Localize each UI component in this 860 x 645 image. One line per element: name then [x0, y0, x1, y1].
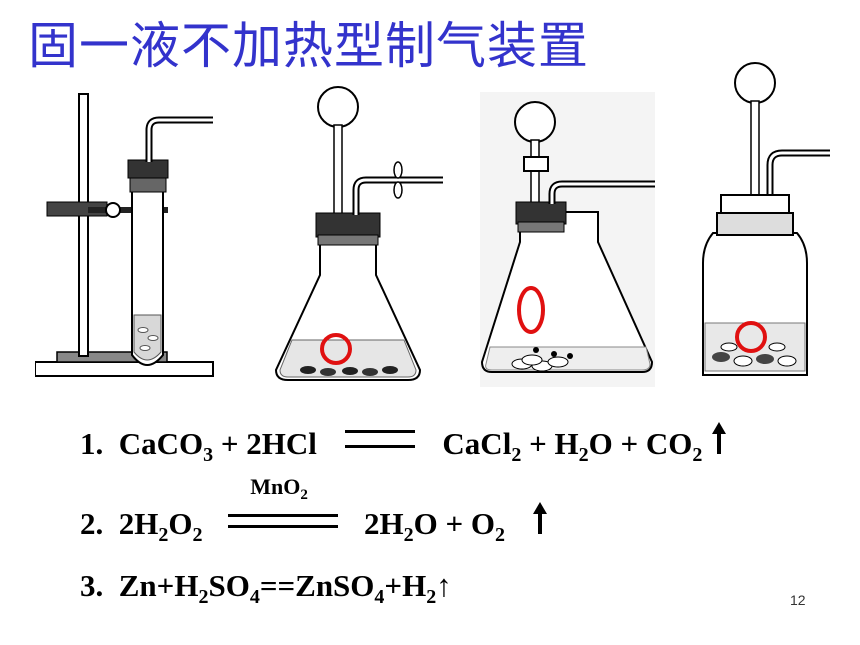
gas-up-arrow-icon	[710, 420, 728, 456]
equation-3: 3. Zn+H2SO4==ZnSO4+H2↑	[80, 568, 452, 608]
equation-1: 1. CaCO3 + 2HCl CaCl2 + H2O + CO2	[80, 420, 728, 466]
equation-2: 2. 2H2O2 MnO2 2H2O + O2	[80, 474, 549, 546]
formula-2hcl: + 2HCl	[220, 426, 317, 461]
page-number: 12	[790, 592, 806, 608]
slide-title: 固一液不加热型制气装置	[28, 17, 589, 75]
equation-number: 1.	[80, 426, 104, 461]
formula-h2o: + H2O	[529, 426, 613, 466]
catalyst-arrow: MnO2	[228, 474, 339, 534]
catalyst-label: MnO2	[250, 474, 308, 503]
formula-cacl2: CaCl2	[442, 426, 522, 466]
formula-caco3: CaCO3	[118, 426, 214, 466]
wide-mouth-bottle-apparatus-figure	[685, 55, 835, 385]
formula-co2: + CO2	[620, 426, 703, 466]
formula-2h2o2: 2H2O2	[118, 506, 203, 546]
zinc-sulfuric-acid-equation: Zn+H2SO4==ZnSO4+H2↑	[118, 568, 452, 608]
test-tube-apparatus-figure	[35, 90, 215, 380]
equation-number: 2.	[80, 506, 104, 541]
conical-flask-separatory-funnel-figure	[480, 92, 655, 387]
formula-2h2o: 2H2	[364, 506, 414, 546]
equation-number: 3.	[80, 568, 104, 603]
gas-up-arrow-icon	[531, 500, 549, 536]
equals-sign	[344, 430, 415, 448]
conical-flask-long-neck-funnel-figure	[258, 85, 443, 385]
formula-o2: O + O2	[413, 506, 506, 546]
